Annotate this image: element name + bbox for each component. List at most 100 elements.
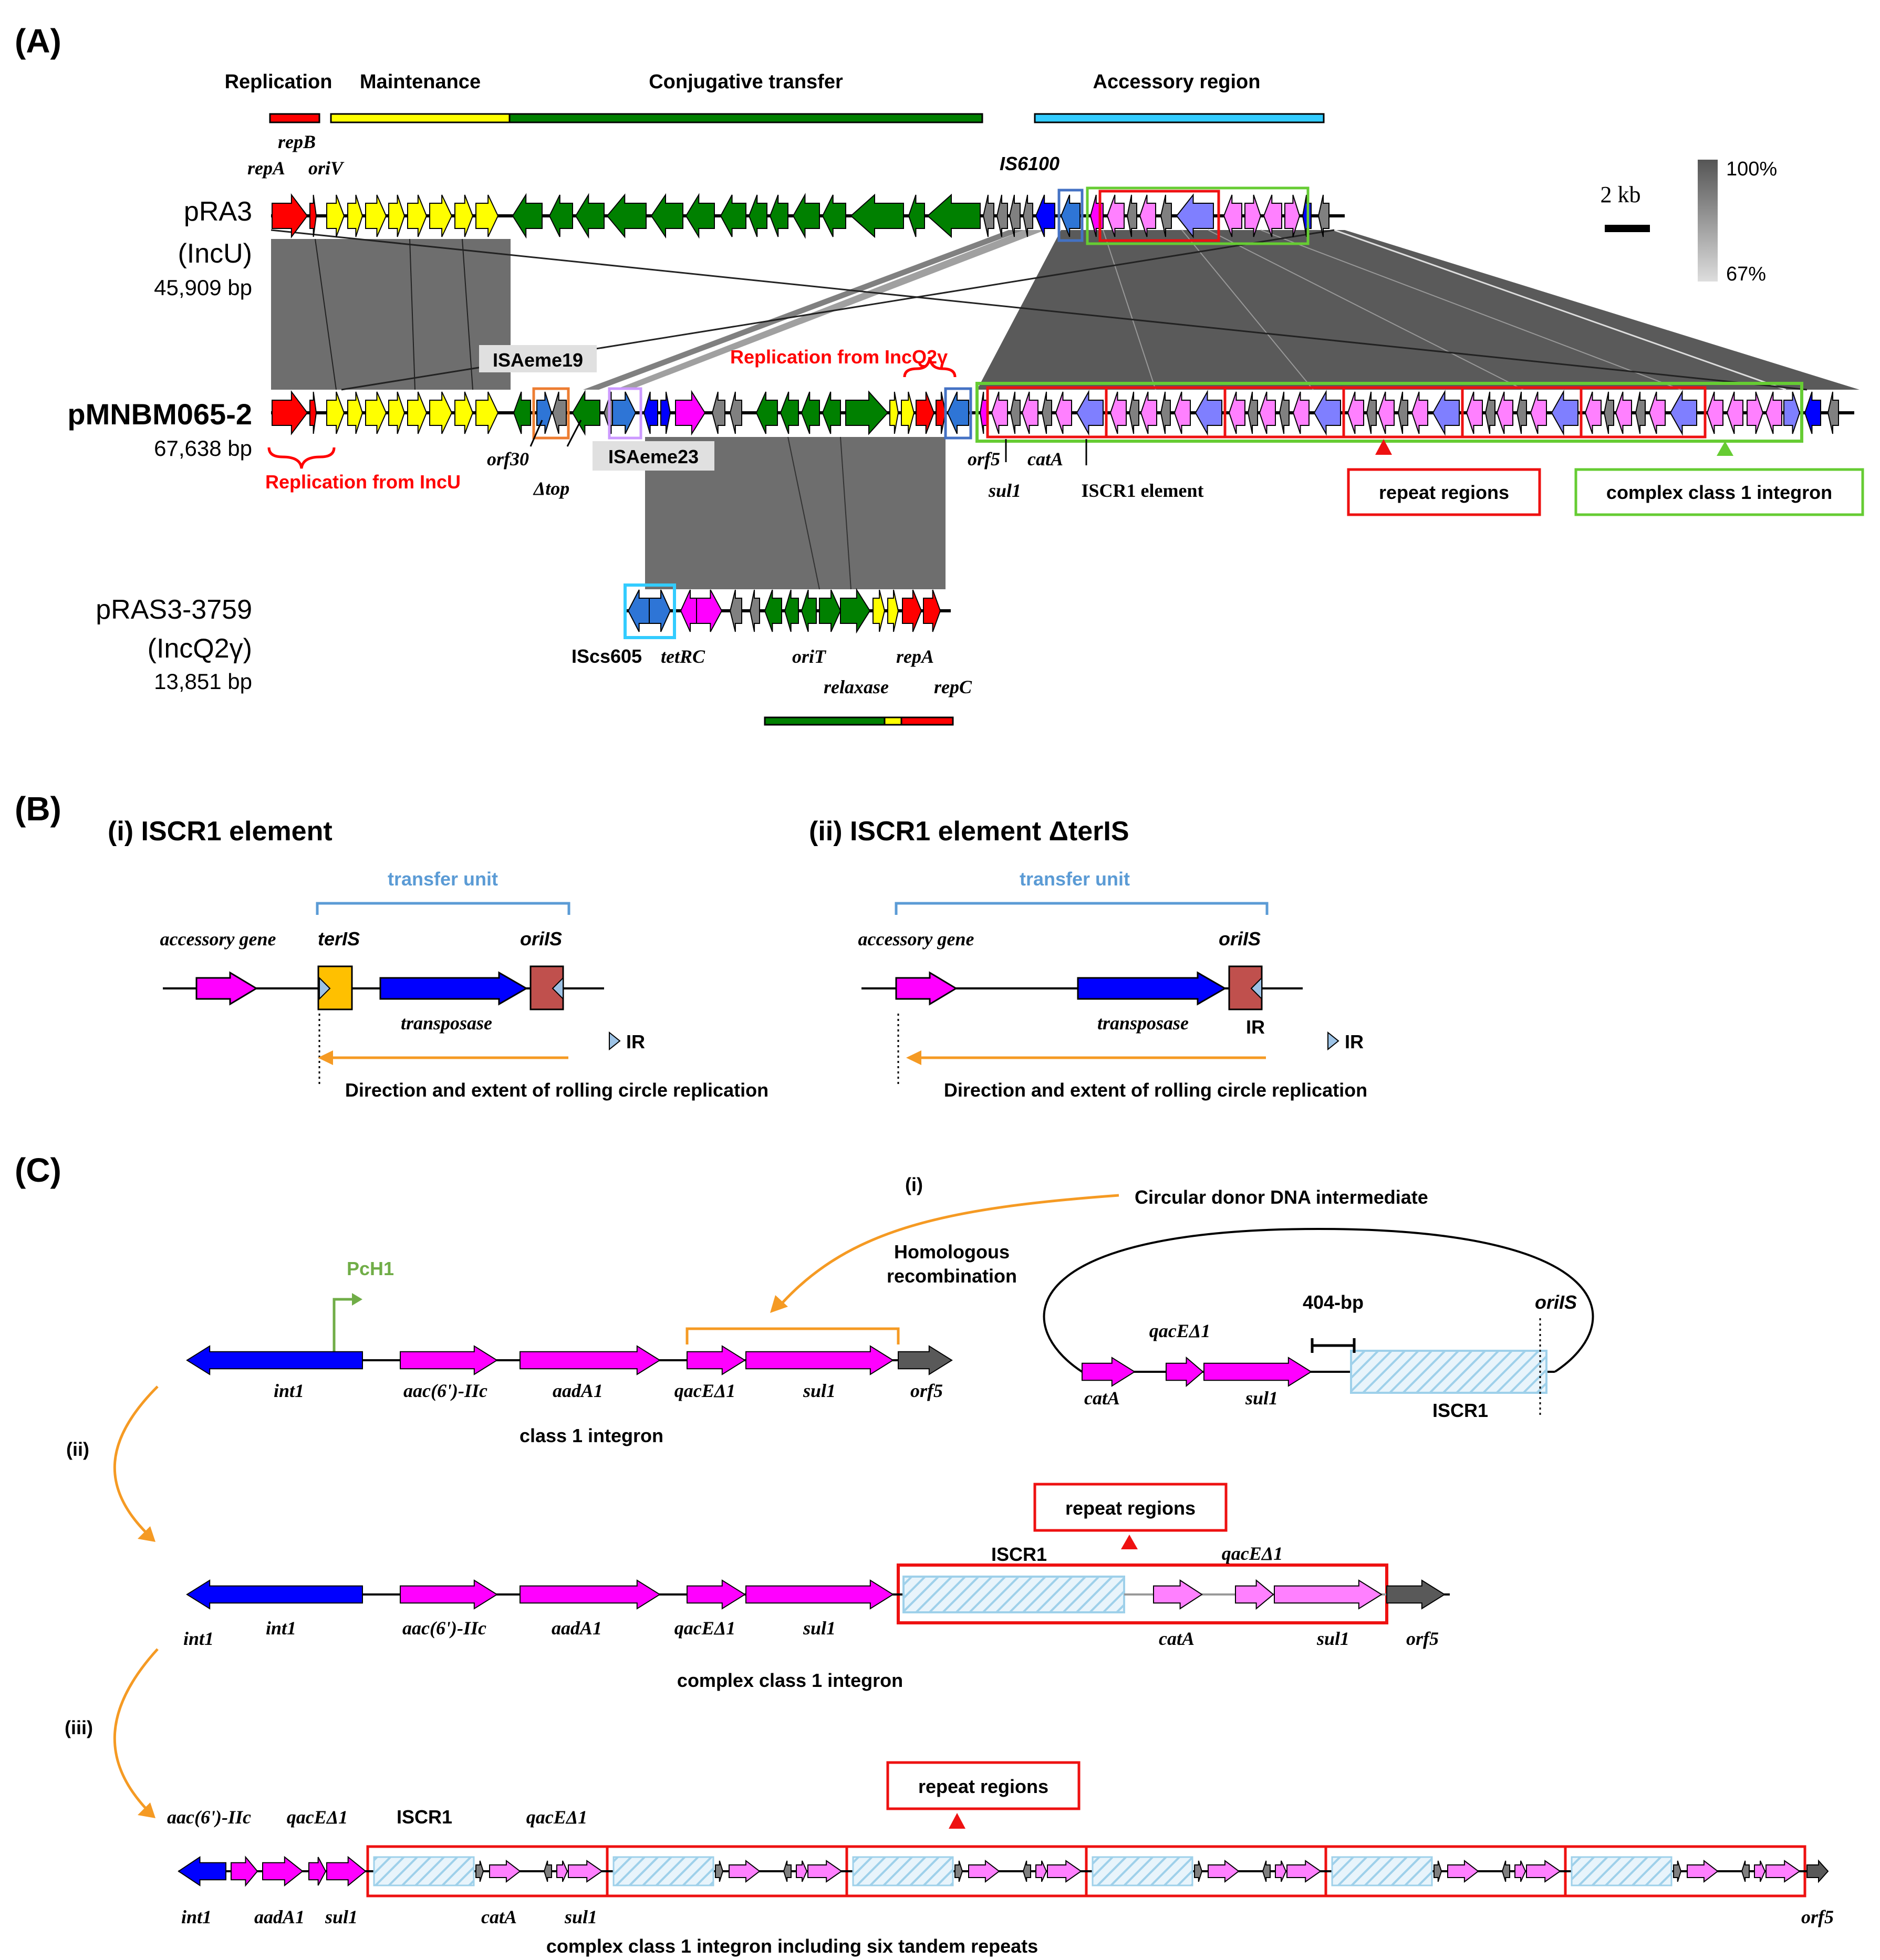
is6100-box <box>1057 189 1084 242</box>
c2-orf5: orf5 <box>1406 1628 1439 1649</box>
gene-arrow <box>1484 391 1495 434</box>
gene-arrow <box>1313 390 1341 436</box>
relaxase-arrow <box>840 588 871 634</box>
gene-arrow <box>1022 194 1033 237</box>
c1-orf5: orf5 <box>910 1380 943 1401</box>
gene-arrow <box>764 589 782 632</box>
header-replication: Replication <box>225 71 333 93</box>
c3-qacE2: qacEΔ1 <box>526 1807 588 1828</box>
c3-iscr1: ISCR1 <box>397 1806 452 1828</box>
rep-incu-label: Replication from IncU <box>265 471 461 493</box>
gene-arrow <box>901 391 915 434</box>
gene-arrow <box>769 194 788 237</box>
repA-arrow <box>272 390 308 435</box>
gene-arrow <box>1496 391 1513 434</box>
gene-arrow <box>1466 391 1483 434</box>
gene-arrow <box>1176 193 1214 238</box>
c2-int1-a: int1 <box>183 1628 214 1649</box>
c-arrow-ii-head <box>138 1526 155 1542</box>
gene-arrow <box>1055 391 1072 434</box>
pmnbm-size: 67,638 bp <box>154 436 252 461</box>
qacE-arrow <box>1514 1860 1526 1882</box>
identity-gradient <box>1698 160 1718 282</box>
orf-arrow <box>1194 1860 1203 1882</box>
isaeme23-arrow <box>612 391 637 434</box>
c-pch1: PcH1 <box>347 1258 394 1279</box>
header-conjugative: Conjugative transfer <box>649 71 843 93</box>
gene-arrow <box>1603 391 1614 434</box>
pmnbm-repeat-boxes <box>986 386 1707 439</box>
gene-arrow <box>347 391 363 434</box>
c-circular-label: Circular donor DNA intermediate <box>1135 1186 1428 1208</box>
b1-transfer-unit: transfer unit <box>388 868 498 890</box>
orf-arrow <box>1022 1860 1031 1882</box>
gene-arrow <box>454 194 474 237</box>
pra3-repB: repB <box>278 131 316 152</box>
label-tetRC: tetRC <box>661 646 705 667</box>
gene-arrow <box>1377 391 1395 434</box>
label-repA2: repA <box>896 646 934 667</box>
int1-arrow <box>186 1345 363 1375</box>
c-pch1-promoter <box>333 1298 355 1354</box>
b-element-2: transfer unit accessory gene oriIS trans… <box>858 868 1368 1101</box>
c1-qacE: qacEΔ1 <box>674 1380 736 1401</box>
b1-oriis: oriIS <box>520 928 562 950</box>
panel-a-label: (A) <box>15 22 61 60</box>
gene-arrow <box>475 194 499 237</box>
gene-arrow <box>454 391 474 434</box>
qacE-arrow <box>687 1345 746 1375</box>
orf-arrow <box>954 1860 963 1882</box>
circ-iscr1: ISCR1 <box>1432 1400 1488 1421</box>
qacE-arrow <box>1035 1860 1047 1882</box>
gene-arrow <box>780 391 799 434</box>
gene-arrow <box>845 390 889 435</box>
is6100-arrow <box>1060 194 1081 237</box>
orf-arrow <box>783 1860 792 1882</box>
label-oriT: oriT <box>792 646 827 667</box>
gene-arrow <box>1648 391 1666 434</box>
gene-arrow <box>475 391 499 434</box>
gene-arrow <box>1347 391 1364 434</box>
c1-class1-label: class 1 integron <box>520 1425 663 1446</box>
integron-callout-text: complex class 1 integron <box>1606 482 1832 503</box>
c2-repeat-callout <box>1033 1483 1228 1532</box>
c1-sul1: sul1 <box>803 1380 836 1401</box>
pmnbm-name: pMNBM065-2 <box>67 398 252 431</box>
gene-arrow <box>512 193 543 239</box>
pra3-integron-box <box>1086 186 1310 245</box>
iscs605-arrow <box>649 589 671 632</box>
orf-arrow <box>1673 1860 1682 1882</box>
gene-arrow <box>1195 390 1222 436</box>
c2-repeat-pointer <box>1121 1535 1138 1549</box>
gene-arrow <box>1160 194 1172 237</box>
c3-int1: int1 <box>181 1906 212 1927</box>
gene-arrow <box>1516 391 1527 434</box>
gene-arrow <box>1041 391 1052 434</box>
c3-six-label: complex class 1 integron including six t… <box>546 1935 1038 1957</box>
iscr1-block <box>852 1856 954 1886</box>
qacE-arrow <box>796 1860 808 1882</box>
catA-arrow <box>1687 1859 1719 1883</box>
label-iscr1-element: ISCR1 element <box>1082 480 1204 501</box>
b-title-1: (i) ISCR1 element <box>108 816 333 847</box>
repA-arrow <box>272 193 308 238</box>
c1-int1: int1 <box>274 1380 304 1401</box>
gene-arrow <box>1292 391 1310 434</box>
b1-teris: terIS <box>318 928 360 950</box>
repeat-pointer <box>1375 439 1392 455</box>
gene-arrow <box>1140 391 1157 434</box>
pras3-bar-maint <box>884 716 902 726</box>
b2-ir: IR <box>1345 1031 1364 1052</box>
scale-bar <box>1605 225 1650 232</box>
repC-arrow <box>936 391 947 434</box>
qacE-arrow <box>1754 1860 1766 1882</box>
sul1-arrow <box>1286 1860 1322 1883</box>
gene-arrow <box>1765 391 1782 434</box>
c2-complex-label: complex class 1 integron <box>677 1670 903 1691</box>
label-orf30: orf30 <box>487 449 529 470</box>
label-orf5: orf5 <box>968 449 1000 470</box>
pras3-bar-conj <box>764 716 886 726</box>
sul1-arrow <box>745 1345 894 1375</box>
gene-arrow <box>1263 194 1282 237</box>
orf5-arrow <box>898 1345 953 1375</box>
